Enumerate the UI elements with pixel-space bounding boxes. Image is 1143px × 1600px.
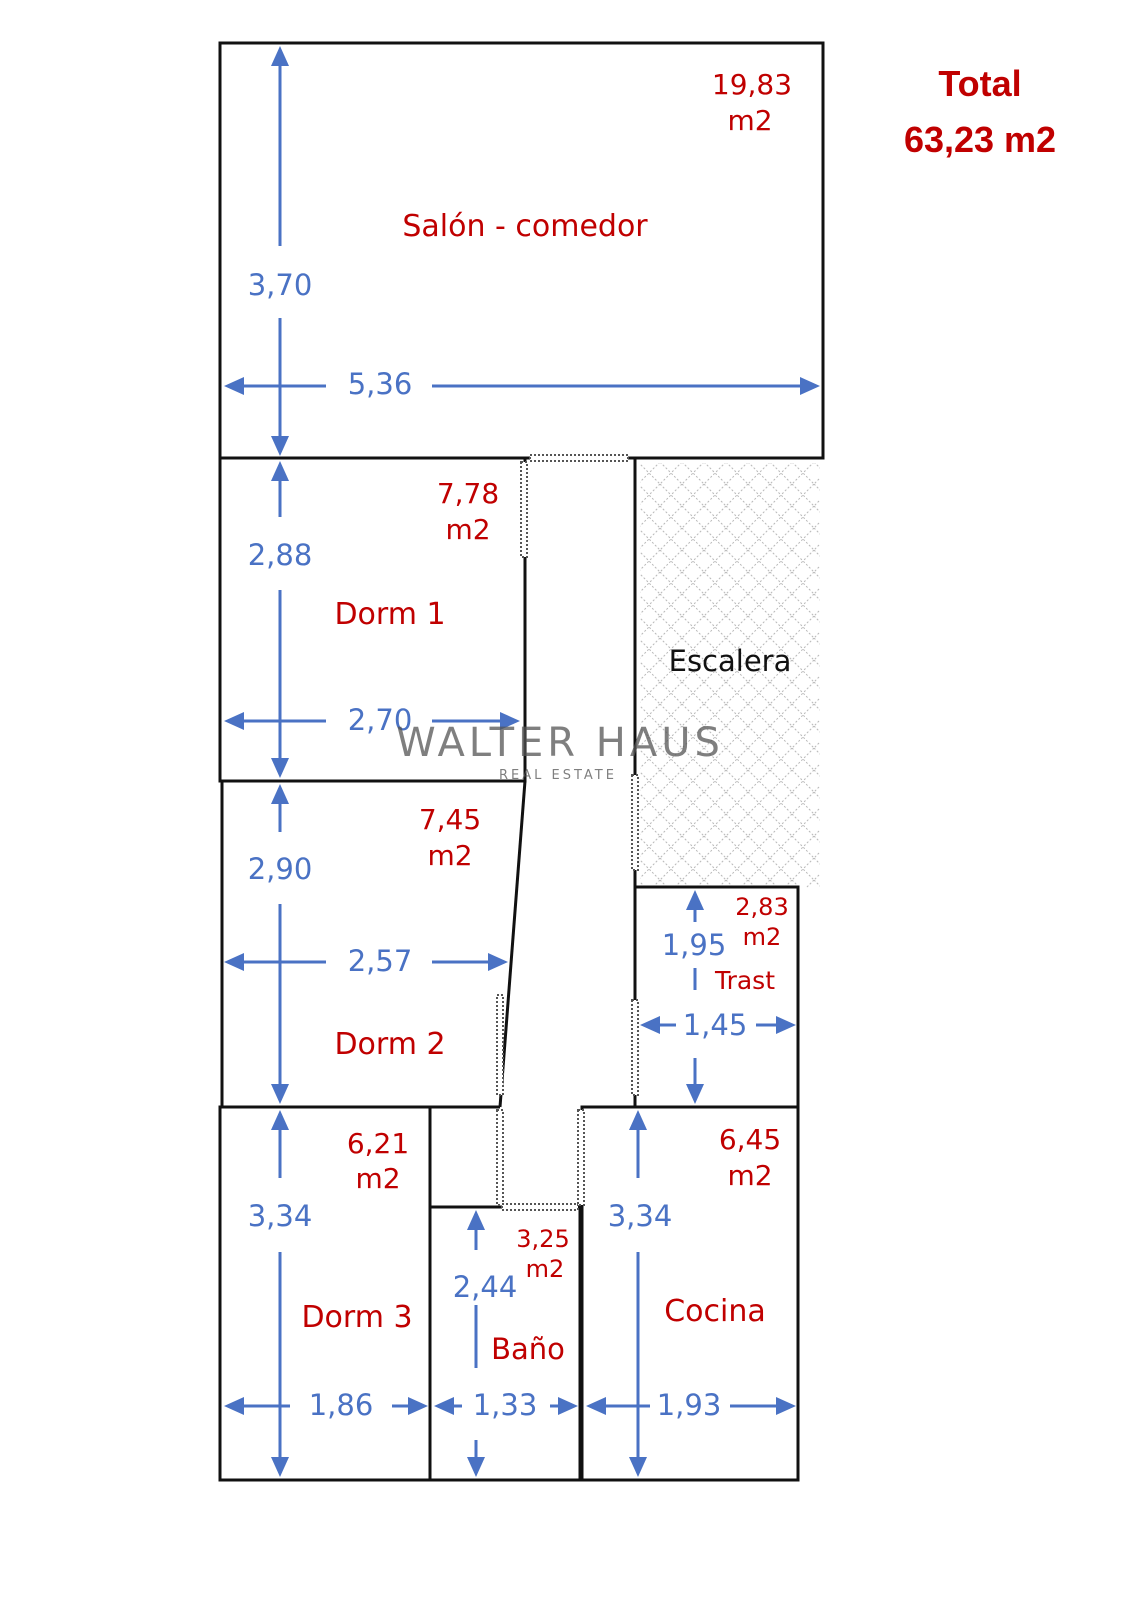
corridor-diagonal-wall: [498, 780, 527, 1108]
arrow-up: [686, 890, 704, 910]
arrow-left: [434, 1397, 454, 1415]
arrow-left: [224, 953, 244, 971]
arrow-down: [467, 1457, 485, 1477]
dorm3-area-number: 6,21: [347, 1127, 409, 1160]
total-label: Total: [938, 63, 1021, 104]
cocina-width-value: 1,93: [657, 1388, 722, 1422]
watermark-brand: WALTER HAUS: [396, 720, 724, 766]
dorm1-width-value: 2,70: [348, 703, 413, 737]
cocina-height-value: 3,34: [608, 1199, 673, 1233]
dorm1-area-unit: m2: [445, 513, 490, 546]
dorm2-height-value: 2,90: [248, 852, 313, 886]
door-cocina: [577, 1109, 585, 1206]
arrow-left: [224, 712, 244, 730]
door-bano: [501, 1203, 579, 1211]
arrow-up: [467, 1210, 485, 1230]
cocina-area-number: 6,45: [719, 1123, 781, 1156]
stair-hatch: [640, 463, 820, 888]
trast-height-value: 1,95: [662, 928, 727, 962]
trast-area-number: 2,83: [735, 893, 788, 921]
arrow-right: [800, 377, 820, 395]
arrow-down: [271, 1457, 289, 1477]
dimension-lines: [224, 46, 820, 1477]
escalera-name: Escalera: [669, 644, 792, 678]
dorm1-height-value: 2,88: [248, 538, 313, 572]
dorm3-height-value: 3,34: [248, 1199, 313, 1233]
dorm2-area-unit: m2: [427, 839, 472, 872]
cocina-name: Cocina: [664, 1294, 766, 1329]
arrow-down: [271, 1084, 289, 1104]
arrow-right: [776, 1016, 796, 1034]
trast-area-unit: m2: [743, 923, 782, 951]
dorm2-width-value: 2,57: [348, 944, 413, 978]
bano-area-number: 3,25: [516, 1225, 569, 1253]
bano-width-value: 1,33: [473, 1388, 538, 1422]
arrow-right: [488, 953, 508, 971]
arrow-right: [408, 1397, 428, 1415]
walls: [218, 41, 825, 1482]
dorm3-name: Dorm 3: [301, 1300, 412, 1335]
arrow-up: [271, 1110, 289, 1130]
arrow-down: [271, 758, 289, 778]
dorm2-name: Dorm 2: [334, 1027, 445, 1062]
door-dorm1: [520, 461, 528, 558]
bano-height-value: 2,44: [453, 1270, 518, 1304]
arrow-up: [629, 1110, 647, 1130]
dorm1-name: Dorm 1: [334, 597, 445, 632]
trast-walls: [633, 885, 800, 1109]
door-escalera: [631, 774, 639, 871]
arrow-left: [586, 1397, 606, 1415]
arrow-right: [776, 1397, 796, 1415]
arrow-down: [686, 1084, 704, 1104]
arrow-right: [558, 1397, 578, 1415]
arrow-down: [271, 436, 289, 456]
dorm3-width-value: 1,86: [309, 1388, 374, 1422]
trast-width-value: 1,45: [683, 1008, 748, 1042]
arrow-left: [224, 377, 244, 395]
arrow-up: [271, 461, 289, 481]
salon-name: Salón - comedor: [402, 209, 648, 244]
door-trast: [631, 999, 639, 1096]
door-salon: [529, 454, 629, 462]
dorm2-area-number: 7,45: [419, 803, 481, 836]
salon-area-unit: m2: [727, 104, 772, 137]
cocina-area-unit: m2: [727, 1159, 772, 1192]
dorm3-area-unit: m2: [355, 1162, 400, 1195]
arrow-left: [224, 1397, 244, 1415]
dorm1-area-number: 7,78: [437, 477, 499, 510]
arrow-up: [271, 784, 289, 804]
bano-area-unit: m2: [526, 1255, 565, 1283]
doors: [496, 454, 639, 1211]
door-dorm3: [496, 1109, 504, 1206]
arrow-up: [271, 46, 289, 66]
total-value: 63,23 m2: [904, 119, 1056, 160]
salon-width-value: 5,36: [348, 367, 413, 401]
watermark-tagline: REAL ESTATE: [499, 768, 617, 783]
arrow-right: [500, 712, 520, 730]
arrow-down: [629, 1457, 647, 1477]
salon-height-value: 3,70: [248, 268, 313, 302]
door-dorm2: [496, 994, 504, 1096]
trast-name: Trast: [714, 966, 775, 995]
bano-name: Baño: [491, 1332, 565, 1366]
salon-area-number: 19,83: [712, 68, 792, 101]
arrow-left: [640, 1016, 660, 1034]
